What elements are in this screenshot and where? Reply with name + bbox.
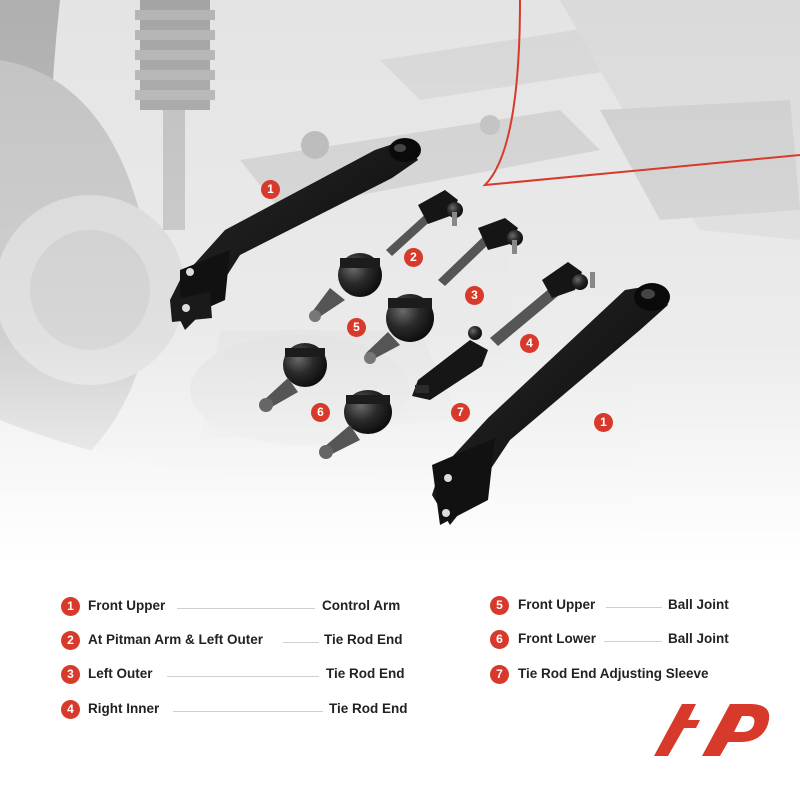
ball-joint-6a <box>259 343 327 412</box>
legend-part-name: Left Outer <box>88 666 153 681</box>
legend-item: 7 Tie Rod End Adjusting Sleeve <box>490 664 740 686</box>
legend-part-type: Tie Rod End <box>326 666 405 681</box>
callout-2: 2 <box>404 248 423 267</box>
ball-joint-5b <box>364 294 434 364</box>
legend-part-type: Tie Rod End <box>329 701 408 716</box>
legend-number: 7 <box>490 665 509 684</box>
tie-rod-end-3 <box>438 218 523 286</box>
legend-part-name: Right Inner <box>88 701 160 716</box>
legend-number: 6 <box>490 630 509 649</box>
leader-line <box>177 608 315 609</box>
legend-number: 3 <box>61 665 80 684</box>
control-arm-left <box>170 138 421 330</box>
legend-item: 5 Front Upper Ball Joint <box>490 595 740 617</box>
leader-line <box>606 607 662 608</box>
legend-item: 1 Front Upper Control Arm <box>61 596 411 618</box>
legend-item: 4 Right Inner Tie Rod End <box>61 699 411 721</box>
legend-item: 2 At Pitman Arm & Left Outer Tie Rod End <box>61 630 411 652</box>
tie-rod-end-4 <box>490 262 595 346</box>
callout-4: 4 <box>520 334 539 353</box>
callout-5: 5 <box>347 318 366 337</box>
legend-part-name: At Pitman Arm & Left Outer <box>88 632 264 647</box>
legend-part-type: Ball Joint <box>668 597 729 612</box>
leader-line <box>167 676 319 677</box>
legend-item: 3 Left Outer Tie Rod End <box>61 664 411 686</box>
accent-arc <box>482 0 800 187</box>
legend-number: 2 <box>61 631 80 650</box>
legend-part-name: Front Upper <box>518 597 596 612</box>
tie-rod-end-2 <box>386 190 463 256</box>
legend-part-type: Control Arm <box>322 598 401 613</box>
legend-part-type: Tie Rod End <box>324 632 403 647</box>
legend-part-type: Ball Joint <box>668 631 729 646</box>
legend-number: 5 <box>490 596 509 615</box>
ball-joint-5a <box>309 253 382 322</box>
legend-item: 6 Front Lower Ball Joint <box>490 629 740 651</box>
leader-line <box>604 641 662 642</box>
control-arm-right <box>432 283 670 525</box>
adjusting-sleeve-7 <box>412 326 488 400</box>
leader-line <box>173 711 323 712</box>
legend-part-name: Tie Rod End Adjusting Sleeve <box>518 666 709 681</box>
callout-3: 3 <box>465 286 484 305</box>
callout-7: 7 <box>451 403 470 422</box>
callout-6: 6 <box>311 403 330 422</box>
brand-logo <box>654 704 770 756</box>
legend-number: 4 <box>61 700 80 719</box>
legend-part-name: Front Upper <box>88 598 166 613</box>
callout-1-left: 1 <box>261 180 280 199</box>
legend-number: 1 <box>61 597 80 616</box>
ball-joint-6b <box>319 390 392 459</box>
callout-1-right: 1 <box>594 413 613 432</box>
leader-line <box>283 642 319 643</box>
legend-part-name: Front Lower <box>518 631 596 646</box>
